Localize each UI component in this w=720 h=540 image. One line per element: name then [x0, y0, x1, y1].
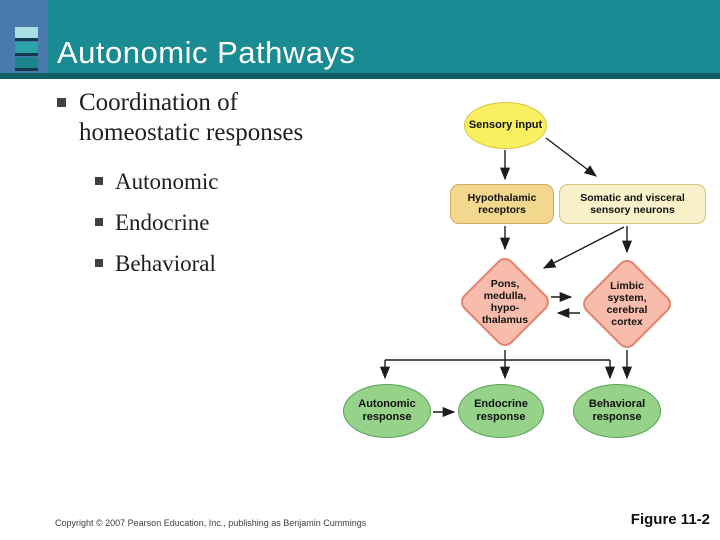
sub-bullet-row: Autonomic: [95, 169, 367, 194]
sub-bullet-text: Autonomic: [115, 169, 219, 194]
bullet-square-icon: [95, 259, 103, 267]
node-somatic-visceral-sensory-neurons: Somatic and visceral sensory neurons: [559, 184, 706, 224]
node-sensory-input: Sensory input: [464, 102, 547, 149]
bullet-list: Coordination of homeostatic responses Au…: [57, 88, 367, 276]
node-label: Autonomic response: [358, 398, 416, 423]
node-hypothalamic-receptors: Hypothalamic receptors: [450, 184, 554, 224]
sub-bullet-text: Behavioral: [115, 251, 216, 276]
sub-bullet-row: Behavioral: [95, 251, 367, 276]
node-behavioral-response: Behavioral response: [573, 384, 661, 438]
logo-bar-icon: [15, 27, 38, 41]
figure-label: Figure 11-2: [630, 511, 710, 528]
bullet-main-row: Coordination of homeostatic responses: [57, 88, 367, 148]
banner-underline: [0, 73, 720, 79]
sub-bullet-text: Endocrine: [115, 210, 210, 235]
copyright-text: Copyright © 2007 Pearson Education, Inc.…: [55, 518, 367, 528]
logo-bar-icon: [15, 57, 38, 71]
node-label: Somatic and visceral sensory neurons: [580, 191, 685, 216]
node-label: Limbic system, cerebral cortex: [606, 279, 648, 329]
node-pons-medulla-hypothalamus: Pons, medulla, hypo-thalamus: [457, 254, 553, 350]
bullet-main-text: Coordination of homeostatic responses: [79, 89, 304, 146]
slide-template-logo-icon: [0, 0, 48, 73]
bullet-square-icon: [95, 218, 103, 226]
slide-title: Autonomic Pathways: [57, 35, 356, 70]
node-label: Sensory input: [468, 119, 543, 132]
node-label: Hypothalamic receptors: [467, 191, 537, 216]
node-autonomic-response: Autonomic response: [343, 384, 431, 438]
node-label: Pons, medulla, hypo-thalamus: [481, 277, 529, 327]
sub-bullet-row: Endocrine: [95, 210, 367, 235]
node-label: Behavioral response: [588, 398, 646, 423]
node-limbic-system-cerebral-cortex: Limbic system, cerebral cortex: [579, 256, 675, 352]
bullet-square-icon: [95, 177, 103, 185]
sub-bullet-list: Autonomic Endocrine Behavioral: [95, 169, 367, 276]
node-endocrine-response: Endocrine response: [458, 384, 544, 438]
bullet-square-icon: [57, 98, 66, 107]
logo-bar-icon: [15, 42, 38, 56]
node-label: Endocrine response: [474, 398, 528, 423]
title-banner: [0, 0, 720, 73]
